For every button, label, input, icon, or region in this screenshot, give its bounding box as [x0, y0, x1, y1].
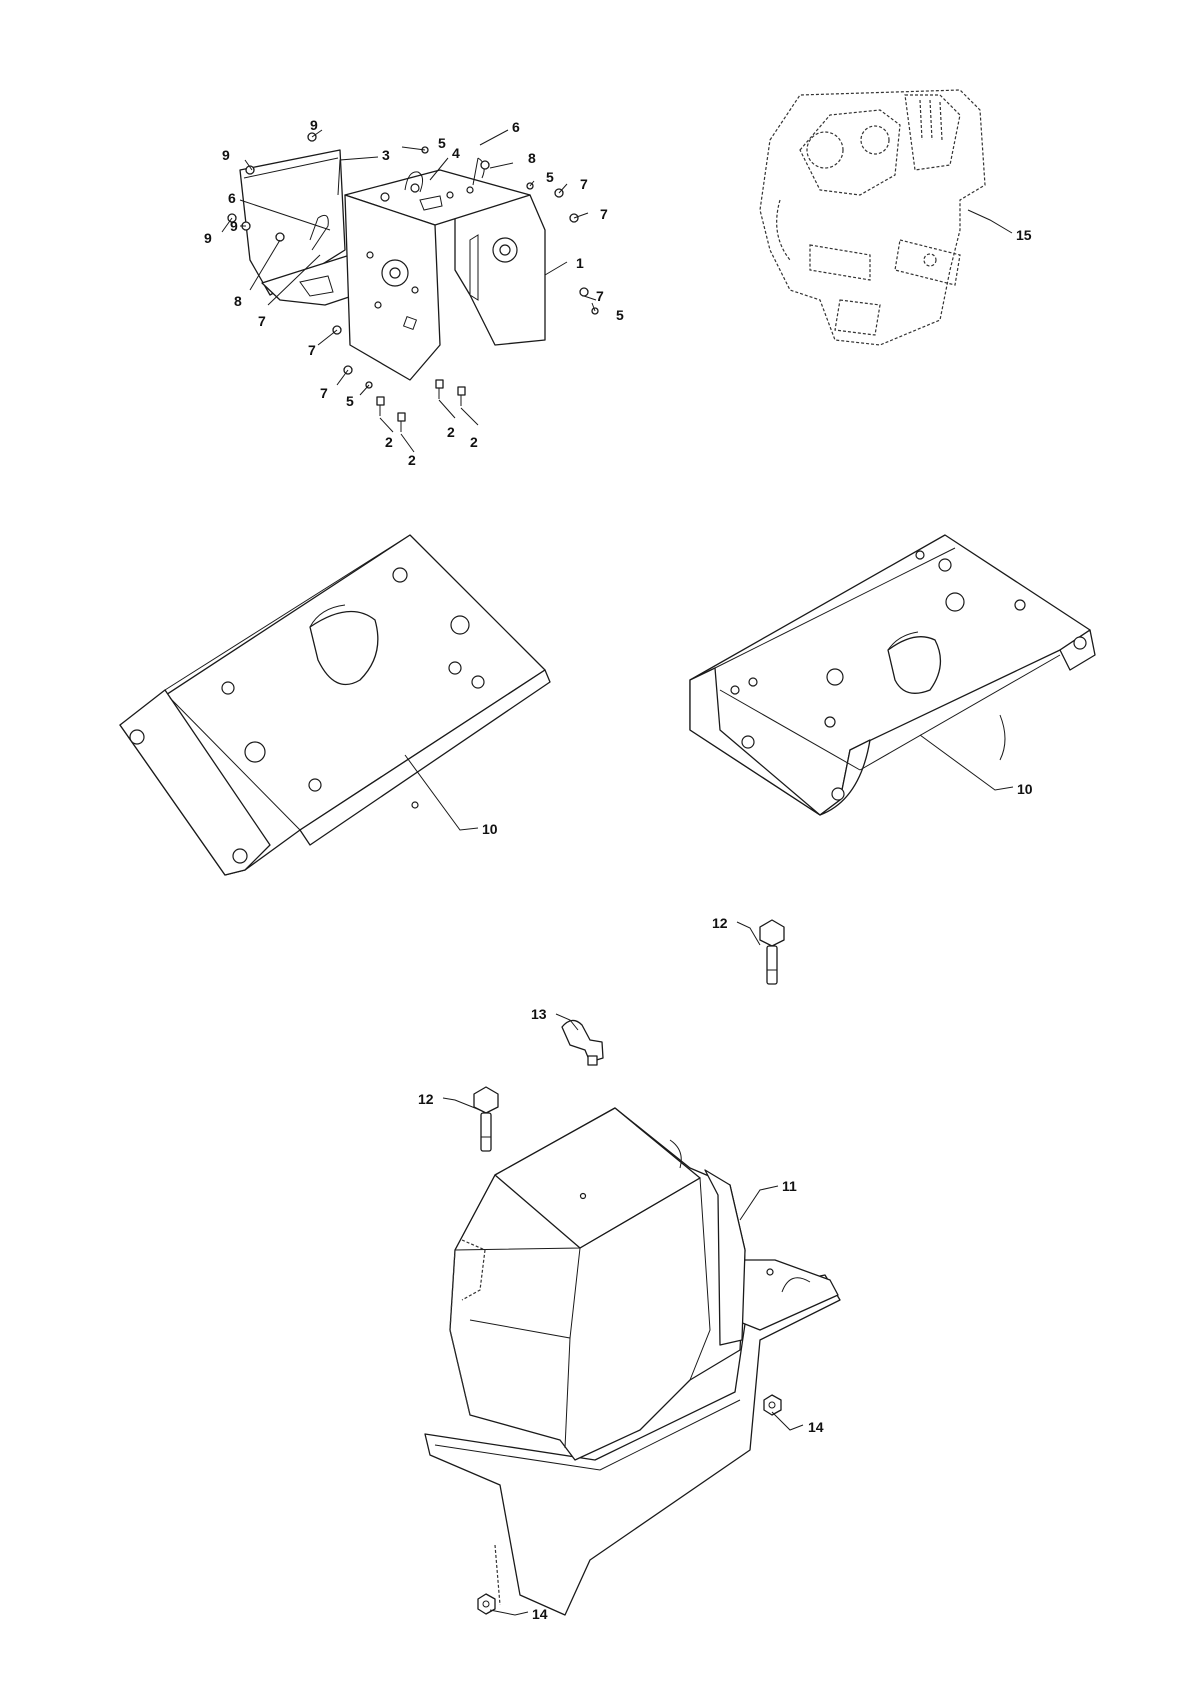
callout-12: 12: [712, 915, 728, 931]
callout-1: 1: [576, 255, 584, 271]
callout-7: 7: [596, 288, 604, 304]
callout-7: 7: [580, 176, 588, 192]
front-plate: [344, 194, 441, 381]
callout-5: 5: [438, 135, 446, 151]
callout-15: 15: [1016, 227, 1032, 243]
callout-7: 7: [258, 313, 266, 329]
callout-2: 2: [408, 452, 416, 468]
callout-5: 5: [616, 307, 624, 323]
nut-14-right: [763, 1394, 782, 1416]
callout-13: 13: [531, 1006, 547, 1022]
callout-11: 11: [782, 1178, 797, 1194]
frame-assembly: [227, 132, 599, 432]
callout-14: 14: [808, 1419, 824, 1435]
callout-3: 3: [382, 147, 390, 163]
side-plate-right: [454, 194, 546, 346]
callout-8: 8: [234, 293, 242, 309]
callout-9: 9: [222, 147, 230, 163]
callout-9: 9: [204, 230, 212, 246]
callout-6: 6: [512, 119, 520, 135]
callout-7: 7: [320, 385, 328, 401]
bolt-12-upper: [759, 919, 785, 985]
leader-lines: [221, 129, 1014, 1616]
clip-13: [561, 1019, 604, 1066]
callout-12: 12: [418, 1091, 434, 1107]
callout-10: 10: [1017, 781, 1033, 797]
callout-7: 7: [600, 206, 608, 222]
callout-5: 5: [546, 169, 554, 185]
callout-6: 6: [228, 190, 236, 206]
callout-2: 2: [470, 434, 478, 450]
cover-plate-right: [689, 534, 1096, 816]
engine-outline: [759, 89, 986, 346]
callout-14: 14: [532, 1606, 548, 1622]
callout-9: 9: [310, 117, 318, 133]
bolt-12-lower: [473, 1086, 499, 1152]
callout-5: 5: [346, 393, 354, 409]
callout-2: 2: [385, 434, 393, 450]
bolt-set-2: [376, 379, 466, 432]
nut-14-left: [477, 1593, 496, 1615]
callout-9: 9: [230, 218, 238, 234]
housing-cover: [424, 1107, 841, 1616]
callout-7: 7: [308, 342, 316, 358]
callout-2: 2: [447, 424, 455, 440]
callout-4: 4: [452, 145, 460, 161]
callout-labels: 9 9 9 9 3 6 8 7 7 7 5 5 4 6 8 5 7 7 1 7 …: [204, 117, 1033, 1622]
cover-plate-left: [119, 534, 551, 876]
callout-10: 10: [482, 821, 498, 837]
callout-8: 8: [528, 150, 536, 166]
